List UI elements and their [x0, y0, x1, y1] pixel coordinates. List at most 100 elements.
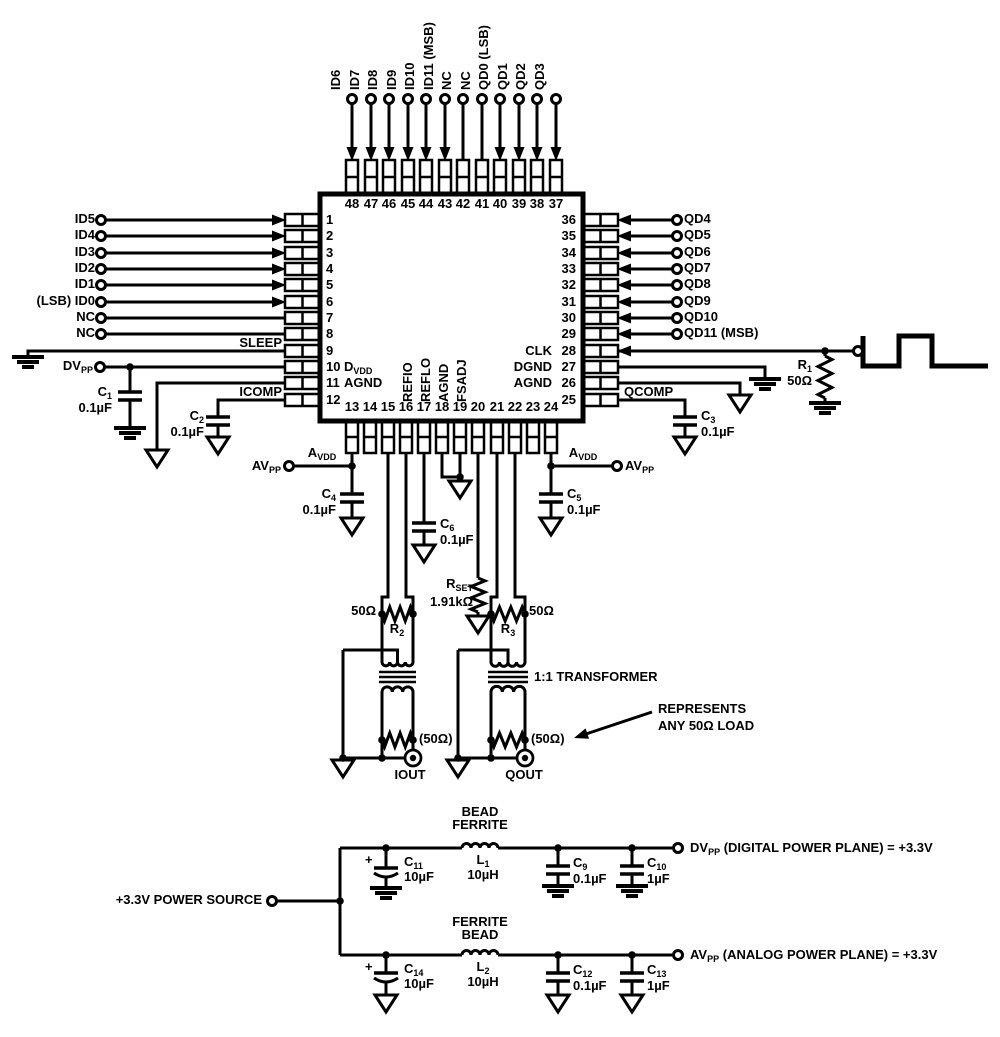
terminal-icon — [94, 361, 106, 373]
junction-dot — [126, 363, 134, 371]
arrowhead-icon — [513, 147, 525, 161]
pin-number: 6 — [326, 294, 334, 309]
label-components-c1-value: 0.1µF — [78, 400, 112, 415]
junction-dot — [336, 897, 344, 905]
terminal-icon — [513, 93, 525, 105]
pin-number: 39 — [511, 196, 527, 211]
pin-label-right: QD4 — [684, 211, 711, 226]
label-components-l2-caption_lines-0: FERRITE — [452, 914, 508, 929]
ic-chip-body — [317, 191, 586, 424]
pin-number: 17 — [416, 399, 432, 414]
resistor-icon — [489, 729, 527, 751]
pin-label-right: QD8 — [684, 276, 711, 291]
resistor-icon — [489, 603, 527, 625]
pin-number: 18 — [434, 399, 450, 414]
label-components-c6-ref: C6 — [440, 516, 455, 533]
label-labels-power_source: +3.3V POWER SOURCE — [115, 892, 262, 907]
terminal-icon — [494, 93, 506, 105]
junction-dot — [409, 736, 417, 744]
label-components-c11-polarity: + — [365, 852, 373, 867]
wire — [513, 453, 527, 662]
junction-dot — [487, 736, 495, 744]
pin-number: 13 — [344, 399, 360, 414]
label-components-l1-caption_lines-0: BEAD — [461, 804, 499, 819]
analog-ground-icon — [143, 448, 171, 470]
terminal-icon — [457, 93, 469, 105]
wire — [618, 381, 742, 395]
terminal-icon — [346, 93, 358, 105]
pin-label-top: ID6 — [328, 69, 343, 90]
pin-number: 42 — [455, 196, 471, 211]
pin-number: 14 — [362, 399, 378, 414]
label-chip-edge_labels-icomp: ICOMP — [239, 384, 282, 399]
label-components-c4-ref: C4 — [321, 486, 336, 503]
terminal-icon — [95, 214, 107, 226]
junction-dot — [521, 610, 529, 618]
terminal-icon — [95, 312, 107, 324]
label-components-c2-ref: C2 — [189, 408, 204, 425]
label-components-l1-value: 10µH — [467, 867, 499, 882]
pin-label-top: NC — [458, 71, 473, 90]
label-labels-qout: QOUT — [505, 767, 543, 782]
label-components-c10-ref: C10 — [647, 855, 667, 872]
pin-label-top: ID8 — [365, 69, 380, 90]
label-labels-avpp_left: AVPP — [251, 458, 281, 475]
wire — [404, 453, 415, 662]
transformer-winding-icon — [380, 661, 415, 668]
label-chip-inner_labels-p10: DVDD — [344, 359, 373, 376]
terminal-icon — [283, 460, 295, 472]
junction-dot — [378, 736, 386, 744]
label-labels-avpp_right: AVPP — [625, 458, 655, 475]
pin-number: 7 — [326, 310, 334, 325]
analog-ground-icon — [372, 993, 400, 1015]
arrowhead-icon — [346, 147, 358, 161]
label-components-c11-ref: C11 — [404, 854, 423, 871]
terminal-icon — [672, 842, 684, 854]
pin-number: 34 — [561, 245, 576, 260]
pin-number: 35 — [561, 228, 576, 243]
analog-ground-icon — [544, 993, 572, 1015]
label-components-r1-ref: R1 — [797, 357, 812, 374]
wire — [489, 453, 499, 662]
pin-number: 30 — [561, 310, 576, 325]
pin-number: 47 — [363, 196, 379, 211]
wire — [585, 710, 653, 736]
arrowhead-icon — [617, 279, 631, 291]
label-components-c3-value: 0.1µF — [701, 424, 735, 439]
label-components-c5-ref: C5 — [567, 486, 582, 503]
pin-number: 5 — [326, 277, 334, 292]
arrowhead-icon — [617, 263, 631, 275]
terminal-icon — [852, 345, 864, 357]
junction-dot — [339, 754, 347, 762]
label-chip-inner_labels-p11: AGND — [344, 375, 383, 390]
pin-label-left: NC — [76, 309, 95, 324]
arrowhead-icon — [439, 147, 451, 161]
resistor-icon — [814, 354, 836, 400]
terminal-icon — [671, 263, 683, 275]
inductor-icon — [460, 842, 500, 849]
pin-number: 16 — [398, 399, 414, 414]
arrowhead-icon — [531, 147, 543, 161]
transformer-winding-icon — [489, 661, 527, 668]
pin-number: 2 — [326, 228, 334, 243]
transformer-winding-icon — [489, 684, 527, 693]
junction-dot — [487, 754, 495, 762]
terminal-icon — [531, 93, 543, 105]
pin-number: 1 — [326, 212, 334, 227]
pin-number: 23 — [525, 399, 541, 414]
pin-number: 19 — [452, 399, 468, 414]
label-labels-iout: IOUT — [394, 767, 426, 782]
polarized-capacitor-icon — [373, 871, 399, 879]
pin-label-top: QD1 — [495, 63, 510, 90]
terminal-icon — [671, 328, 683, 340]
junction-dot — [554, 844, 562, 852]
pin-number: 36 — [561, 212, 576, 227]
label-chip-edge_labels-qcomp: QCOMP — [624, 384, 674, 399]
analog-ground-icon — [537, 516, 565, 538]
terminal-icon — [671, 312, 683, 324]
pin-number: 41 — [474, 196, 490, 211]
pin-number: 15 — [380, 399, 396, 414]
pin-label-right: QD10 — [684, 309, 718, 324]
pin-label-left: ID2 — [74, 260, 95, 275]
